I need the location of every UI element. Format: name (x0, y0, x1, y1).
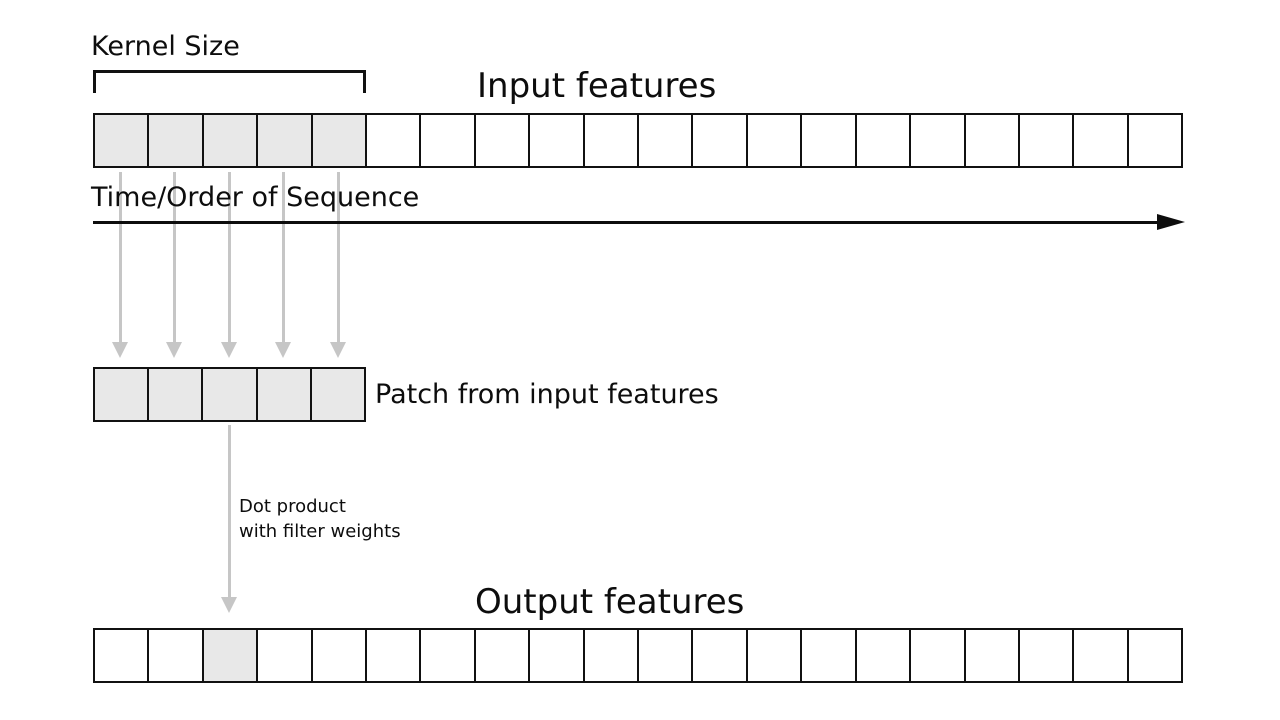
cell (1128, 115, 1182, 166)
cell (1074, 630, 1129, 681)
highlighted-cell (257, 369, 312, 420)
arrowhead-right-icon (1157, 214, 1185, 230)
highlighted-cell (311, 369, 365, 420)
cell (802, 115, 857, 166)
cell (747, 630, 803, 681)
cell (530, 115, 585, 166)
cell (258, 630, 313, 681)
cell (639, 115, 694, 166)
time-axis-arrow-shaft (93, 221, 1161, 224)
highlighted-cell (203, 630, 259, 681)
arrowhead-down-icon (221, 342, 237, 358)
highlighted-cell (203, 115, 259, 166)
patch-label: Patch from input features (375, 379, 719, 410)
output-features-title: Output features (475, 582, 745, 622)
input-features-row (93, 113, 1183, 168)
highlighted-cell (95, 369, 150, 420)
cell (693, 630, 748, 681)
arrowhead-down-icon (112, 342, 128, 358)
cell (1019, 115, 1075, 166)
cell (149, 630, 204, 681)
cell (965, 115, 1020, 166)
highlighted-cell (258, 115, 313, 166)
arrowhead-down-icon (221, 597, 237, 613)
dot-product-label-line1: Dot product (239, 496, 346, 517)
arrowhead-down-icon (166, 342, 182, 358)
input-features-title: Input features (477, 66, 717, 106)
cell (1019, 630, 1075, 681)
cell (367, 115, 422, 166)
cell (367, 630, 422, 681)
dot-product-label: Dot product with filter weights (239, 494, 401, 544)
cell (639, 630, 694, 681)
cell (475, 630, 531, 681)
cell (421, 115, 476, 166)
cell (1074, 115, 1129, 166)
cell (856, 115, 912, 166)
cell (693, 115, 748, 166)
patch-row (93, 367, 366, 422)
highlighted-cell (312, 115, 368, 166)
cell (1128, 630, 1182, 681)
cell (911, 115, 966, 166)
cell (475, 115, 531, 166)
highlighted-cell (203, 369, 258, 420)
output-features-row (93, 628, 1183, 683)
cell (965, 630, 1020, 681)
arrowhead-down-icon (275, 342, 291, 358)
cell (856, 630, 912, 681)
highlighted-cell (149, 369, 204, 420)
dot-product-label-line2: with filter weights (239, 521, 401, 542)
arrowhead-down-icon (330, 342, 346, 358)
cell (584, 630, 640, 681)
kernel-size-bracket-icon (93, 70, 366, 93)
highlighted-cell (149, 115, 204, 166)
cell (584, 115, 640, 166)
highlighted-cell (95, 115, 150, 166)
cell (312, 630, 368, 681)
kernel-size-label: Kernel Size (91, 31, 240, 62)
cell (421, 630, 476, 681)
time-axis-arrow-icon (93, 214, 1191, 231)
cell (747, 115, 803, 166)
cell (95, 630, 150, 681)
cell (530, 630, 585, 681)
cell (911, 630, 966, 681)
cell (802, 630, 857, 681)
time-axis-label: Time/Order of Sequence (91, 182, 420, 213)
